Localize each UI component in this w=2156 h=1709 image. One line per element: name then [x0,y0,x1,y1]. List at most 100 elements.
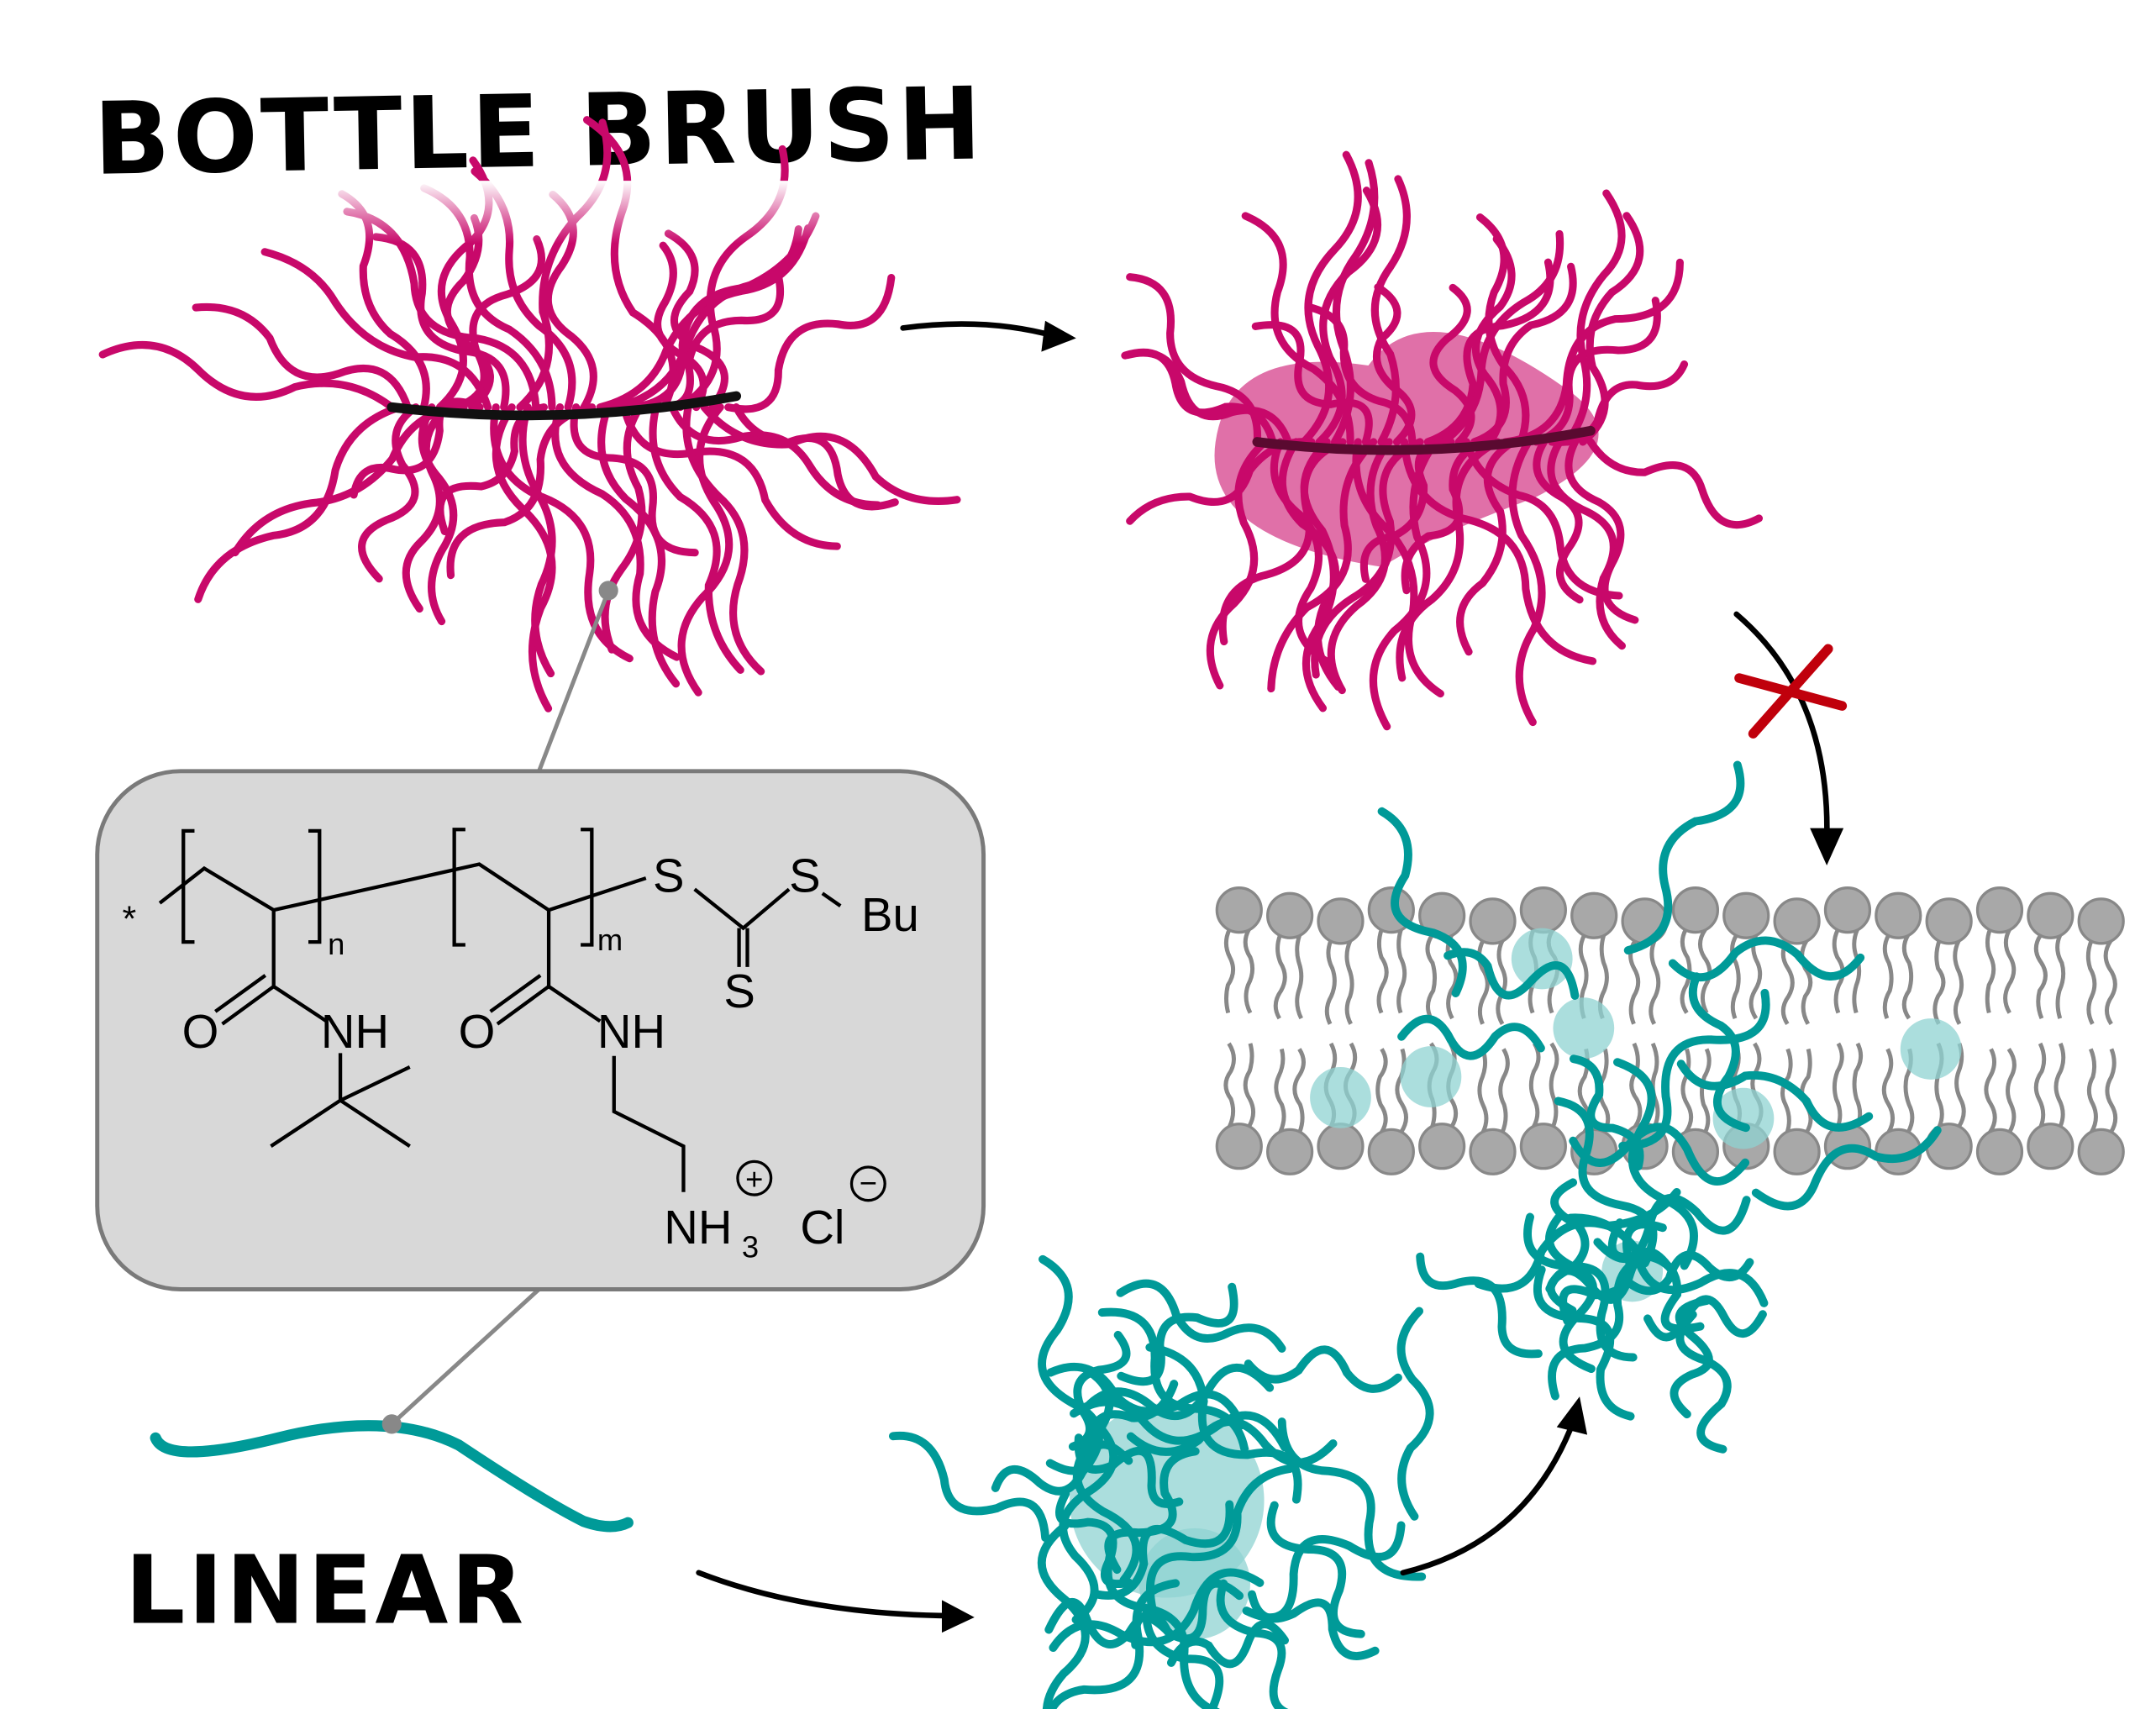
arrow-linear-to-coil [696,1570,954,1619]
lipid-tail [1223,1042,1236,1128]
lipid-tail [1324,939,1337,1025]
lipid-head [2027,891,2074,939]
linear-chain-segment [1054,1489,1133,1588]
side-chain [1423,258,1554,446]
lipid-tail [1292,1048,1306,1133]
linear-chain-segment [1607,1218,1705,1333]
side-chain [418,403,458,626]
lipid-tail [2033,933,2048,1020]
brush-fade [277,181,834,244]
side-chain [724,273,896,413]
linear-chain-segment [1103,1548,1220,1709]
lipid-tail [1832,1042,1844,1128]
linear-chain-segment [1377,807,1467,997]
lipid-head [2027,1123,2074,1170]
side-chain [1305,302,1417,446]
ammonium-nh: NH [664,1201,732,1254]
side-chain [1267,438,1378,693]
linear-chain-segment [1244,1345,1402,1393]
side-chain [1370,175,1411,446]
lipid-tail [1852,1042,1864,1128]
connector-dot-linear [381,1414,402,1434]
lipid-tail [1549,1042,1559,1128]
end-group-star: * [122,899,136,939]
lipid-head [1418,1123,1466,1170]
red-x-icon [1734,644,1848,739]
lipid-head [1570,891,1618,939]
side-chain [518,403,556,678]
linear-chain-segment [1131,1579,1244,1649]
linear-chain-segment [1676,1060,1874,1132]
linear-chain-segment [1668,936,1865,982]
lipid-tail [1344,939,1354,1025]
hydrophobic-domain [1553,997,1615,1060]
lipid-tail [2105,1048,2118,1134]
linear-chain-segment [1554,1096,1658,1268]
structure-bonds [158,828,842,1192]
connector-dot-brush [598,581,618,601]
lipid-tail [1425,933,1438,1020]
side-chain [443,213,494,412]
linear-chain-segment [1116,1279,1286,1353]
atom-o1: O [182,1005,219,1058]
linear-chain-segment [1396,1307,1434,1521]
lipid-head [1317,1123,1365,1170]
lipid-tail [1953,939,1964,1025]
side-chain [1564,438,1639,624]
lipid-head [1317,897,1365,945]
lipid-tail [1984,1048,1997,1134]
side-chain [1123,349,1292,446]
lipid-tail [1629,1042,1643,1128]
linear-chain-segment [1248,1590,1380,1660]
side-chain [1311,438,1424,679]
amide-nh2: NH [597,1005,665,1058]
lipid-tail [1496,939,1507,1025]
side-chain [1126,273,1262,446]
lipid-tail [2033,1042,2047,1128]
lipid-tail [1985,928,1996,1014]
lipid-head [1875,891,1922,939]
side-chain [1369,438,1440,731]
linear-chain-segment [1070,1397,1289,1452]
backbone [1252,425,1596,455]
lipid-head [2077,1128,2125,1175]
lipid-head [1469,1128,1517,1175]
atom-o2: O [459,1005,496,1058]
lipid-head [1215,1123,1263,1170]
linear-chain-segment [1623,760,1745,955]
linear-chain-segment [1643,1295,1767,1342]
lipid-tail [1881,1048,1896,1133]
linear-chain-segment [1046,1362,1246,1430]
lipid-head [1773,1128,1821,1175]
linear-title: LINEAR [125,1535,527,1645]
plus-sign: + [745,1161,763,1196]
side-chain [700,403,961,505]
linear-chain-segment [1068,1330,1131,1451]
hydrophobic-domain [1900,1018,1962,1080]
lipid-tail [1730,933,1741,1019]
lipid-tail [1243,928,1255,1014]
linear-chain-segment [1618,988,1770,1150]
side-chain [451,235,546,412]
lipid-tail [1445,933,1459,1020]
linear-chain-segment [1569,1123,1750,1186]
side-chain [677,403,734,697]
side-chain [98,341,396,412]
side-chain [260,248,492,412]
linear-chain-segment [1613,1058,1698,1270]
linear-chain-segment [1559,1220,1667,1326]
lipid-tail [2055,933,2066,1019]
side-chain [1586,438,1764,529]
lipid-tail [2006,1048,2017,1133]
lipid-head [1722,891,1770,939]
backbone [387,391,742,421]
linear-chain-segment [1277,1417,1427,1581]
side-chain [601,403,646,654]
lipid-head [1266,891,1314,939]
lipid-tail [1780,939,1795,1026]
minus-sign: − [860,1165,877,1200]
lipid-tail [1375,1048,1388,1133]
side-chain [1251,321,1373,446]
hydrophobic-domain [1400,1046,1462,1107]
side-chain [1547,438,1626,650]
